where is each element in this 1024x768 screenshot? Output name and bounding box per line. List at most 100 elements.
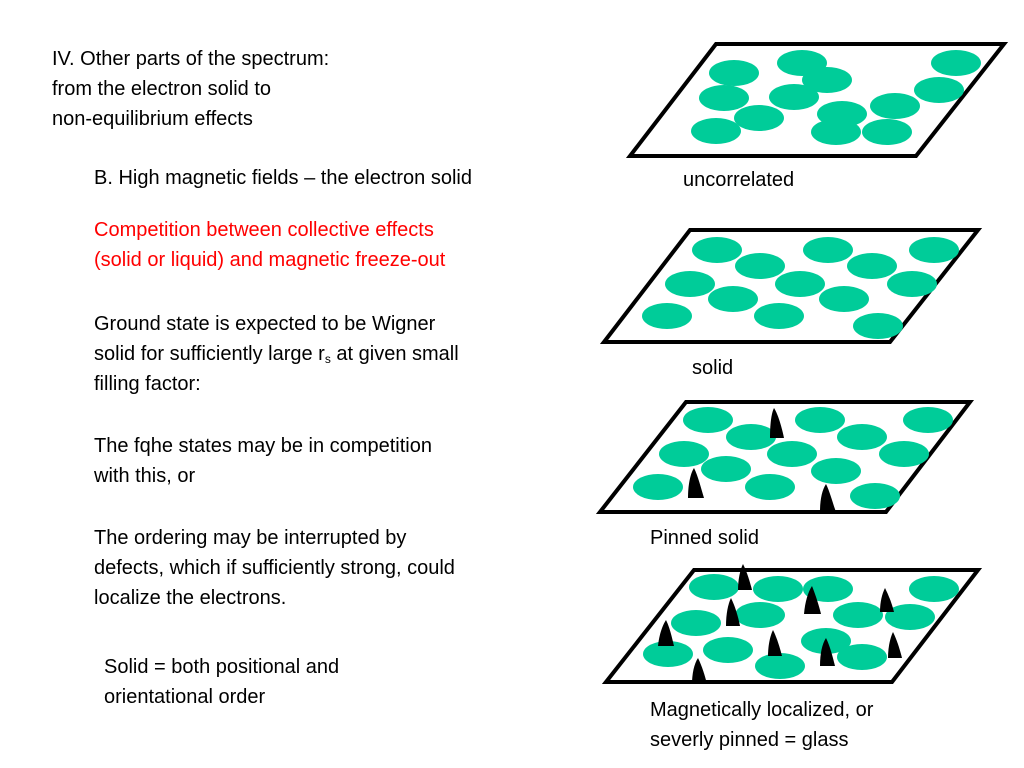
electron (735, 602, 785, 628)
ground-state-line-1: Ground state is expected to be Wigner (94, 313, 436, 335)
electron (862, 119, 912, 145)
electron (931, 50, 981, 76)
defect-spike (688, 468, 704, 498)
competition-line-2: (solid or liquid) and magnetic freeze-ou… (94, 249, 446, 271)
electron (643, 641, 693, 667)
plane-glass (601, 568, 983, 684)
electron (767, 441, 817, 467)
electron (909, 237, 959, 263)
electron (633, 474, 683, 500)
caption-glass-line-2: severly pinned = glass (650, 729, 849, 751)
ordering-line-1: The ordering may be interrupted by (94, 527, 407, 549)
electron (914, 77, 964, 103)
electron (769, 84, 819, 110)
ordering-text: The ordering may be interrupted by defec… (94, 523, 455, 613)
electron (837, 644, 887, 670)
defect-spike (692, 658, 707, 684)
electron (803, 237, 853, 263)
electron (847, 253, 897, 279)
defect-spike (738, 564, 752, 590)
electron (701, 456, 751, 482)
electron (811, 458, 861, 484)
heading-line-2: from the electron solid to (52, 78, 271, 100)
electron (753, 576, 803, 602)
electron (903, 407, 953, 433)
definition-line-1: Solid = both positional and (104, 656, 340, 678)
electron (671, 610, 721, 636)
pinning-defects (688, 408, 836, 512)
defect-spike (888, 632, 902, 658)
ground-state-line-2-pre: solid for sufficiently large r (94, 343, 325, 365)
defect-spike (770, 408, 784, 438)
electron (850, 483, 900, 509)
electron (885, 604, 935, 630)
electron (755, 653, 805, 679)
defect-spike (880, 588, 894, 612)
heading-line-3: non-equilibrium effects (52, 108, 253, 130)
caption-pinned: Pinned solid (650, 527, 759, 549)
ordering-line-2: defects, which if sufficiently strong, c… (94, 557, 455, 579)
subheading: B. High magnetic fields – the electron s… (94, 167, 472, 189)
electron (775, 271, 825, 297)
electron (665, 271, 715, 297)
caption-glass: Magnetically localized, or severly pinne… (650, 695, 873, 755)
competition-text: Competition between collective effects (… (94, 215, 445, 275)
section-heading: IV. Other parts of the spectrum: from th… (52, 44, 329, 134)
electron (887, 271, 937, 297)
electron (879, 441, 929, 467)
electron (802, 67, 852, 93)
fqhe-line-1: The fqhe states may be in competition (94, 435, 432, 457)
defect-spike (658, 620, 674, 646)
electron (709, 60, 759, 86)
ground-state-line-2-post: at given small (330, 343, 459, 365)
defect-spike (768, 630, 782, 656)
electrons-glass (643, 574, 959, 679)
solid-definition: Solid = both positional and orientationa… (104, 652, 339, 712)
electron (837, 424, 887, 450)
ground-state-text: Ground state is expected to be Wigner so… (94, 309, 459, 399)
definition-line-2: orientational order (104, 686, 266, 708)
electron (754, 303, 804, 329)
ground-state-line-2: solid for sufficiently large rs at given… (94, 339, 459, 369)
electron (659, 441, 709, 467)
electrons-pinned (633, 407, 953, 509)
electron (735, 253, 785, 279)
ordering-line-3: localize the electrons. (94, 587, 287, 609)
heading-line-1: IV. Other parts of the spectrum: (52, 48, 330, 70)
electron (689, 574, 739, 600)
defect-spike (820, 638, 835, 666)
electron (699, 85, 749, 111)
electron (745, 474, 795, 500)
plane-pinned (595, 400, 975, 514)
electron (726, 424, 776, 450)
electron (692, 237, 742, 263)
electrons-uncorrelated (691, 50, 981, 145)
electron (734, 105, 784, 131)
electrons-solid (642, 237, 959, 339)
electron (795, 407, 845, 433)
electron (683, 407, 733, 433)
defect-spike (804, 586, 821, 614)
defect-spike (726, 598, 740, 626)
caption-solid: solid (692, 357, 734, 379)
electron (853, 313, 903, 339)
plane-solid (599, 228, 983, 344)
electron (833, 602, 883, 628)
electron (708, 286, 758, 312)
electron (819, 286, 869, 312)
defect-spike (820, 484, 836, 512)
electron (642, 303, 692, 329)
electron (870, 93, 920, 119)
electron (691, 118, 741, 144)
fqhe-line-2: with this, or (94, 465, 196, 487)
electron (909, 576, 959, 602)
localizing-defects (658, 564, 902, 684)
electron (811, 119, 861, 145)
electron (703, 637, 753, 663)
plane-uncorrelated (625, 42, 1009, 158)
caption-glass-line-1: Magnetically localized, or (650, 699, 874, 721)
